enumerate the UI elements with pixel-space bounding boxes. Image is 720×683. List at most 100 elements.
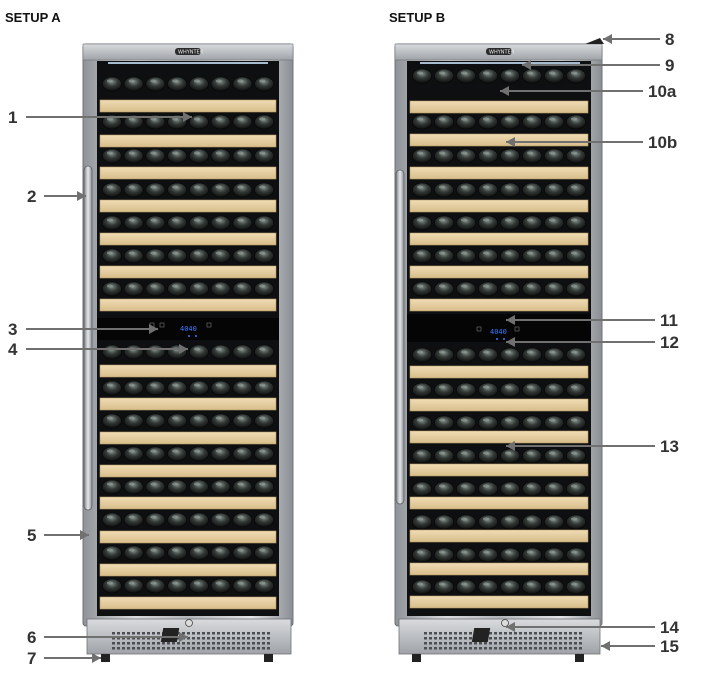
cooler-b-bottle [522, 547, 542, 563]
cooler-b-bottle [500, 248, 520, 264]
cooler-b-handle[interactable] [395, 169, 405, 505]
cooler-a-wood-shelf[interactable] [99, 464, 277, 478]
cooler-a-bottle [102, 148, 122, 164]
cooler-b-bottle [500, 148, 520, 164]
cooler-b-bottle-glint [460, 517, 468, 521]
cooler-a-bottle-glint [172, 185, 179, 189]
cooler-b-vent-slot [494, 642, 497, 645]
cooler-a-vent-slot [227, 632, 230, 635]
cooler-b-bottle [566, 148, 586, 164]
cooler-a-bottle [232, 281, 253, 297]
cooler-b-bottle-glint [438, 451, 446, 455]
cooler-b-bottle-glint [460, 582, 468, 586]
cooler-a-vent-slot [117, 647, 120, 650]
cooler-a-wood-shelf[interactable] [99, 166, 277, 180]
cooler-b-vent-slot [579, 637, 582, 640]
cooler-b-bottle [434, 148, 454, 164]
cooler-a-wood-shelf[interactable] [99, 99, 277, 113]
cooler-a-wood-shelf[interactable] [99, 530, 277, 544]
cooler-b-bottle [456, 514, 476, 530]
cooler-b-bottle-glint [416, 117, 424, 121]
cooler-b-wood-shelf[interactable] [409, 398, 589, 412]
cooler-a-bottle-glint [259, 185, 266, 189]
cooler-a-foot-left [101, 654, 110, 662]
cooler-b-vent-slot [534, 647, 537, 650]
callout-10b-number: 10b [648, 133, 677, 152]
cooler-b-bottle-glint [548, 451, 556, 455]
cooler-a-wood-shelf[interactable] [99, 232, 277, 246]
cooler-a-hinge [160, 628, 180, 642]
cooler-a-bottle-glint [237, 251, 244, 255]
cooler-b-wood-shelf[interactable] [409, 166, 589, 180]
cooler-b-vent-slot [569, 642, 572, 645]
cooler-a-bottle [102, 215, 122, 231]
cooler-b-bottle-glint [548, 418, 556, 422]
cooler-b-wood-shelf[interactable] [409, 199, 589, 213]
cooler-a-handle[interactable] [83, 165, 93, 511]
cooler-b-rack-row [409, 579, 589, 609]
cooler-a-wood-shelf[interactable] [99, 563, 277, 577]
cooler-b-wood-shelf[interactable] [409, 365, 589, 379]
cooler-b-vent-slot [459, 637, 462, 640]
callout-3-arrowhead [149, 324, 158, 334]
cooler-b-bottle-glint [438, 582, 446, 586]
cooler-b-vent-slot [424, 647, 427, 650]
cooler-a-lock[interactable] [185, 619, 193, 627]
cooler-b-bottle [522, 281, 542, 297]
cooler-a-wood-shelf[interactable] [99, 431, 277, 445]
cooler-b-bottle [412, 281, 432, 297]
cooler-b-wood-shelf[interactable] [409, 463, 589, 477]
cooler-b-lock[interactable] [501, 619, 509, 627]
cooler-b-bottle [500, 114, 520, 130]
cooler-b-wood-shelf[interactable] [409, 298, 589, 312]
cooler-a-wood-shelf[interactable] [99, 298, 277, 312]
cooler-b-wood-shelf[interactable] [409, 595, 589, 609]
cooler-b-bottle [478, 281, 498, 297]
cooler-a-vent-slot [147, 637, 150, 640]
cooler-a-vent-slot [142, 637, 145, 640]
cooler-a-bottle [232, 446, 253, 462]
cooler-b-bottle [434, 182, 454, 198]
cooler-a-bottle-glint [193, 482, 200, 486]
cooler-b-vent-slot [504, 647, 507, 650]
cooler-b-bottle-glint [482, 550, 490, 554]
cooler-a-bottle-glint [237, 79, 244, 83]
cooler-a-bottle-glint [215, 117, 222, 121]
cooler-b-bottle-glint [526, 350, 534, 354]
cooler-a-wood-shelf[interactable] [99, 265, 277, 279]
cooler-b-vent-slot [454, 637, 457, 640]
cooler-b-wood-shelf[interactable] [409, 496, 589, 510]
cooler-b-rack-row [409, 148, 589, 180]
cooler-a-bottle [254, 344, 274, 360]
cooler-a-vent-slot [187, 647, 190, 650]
cooler-a-vent-slot [222, 647, 225, 650]
cooler-b-vent-slot [524, 642, 527, 645]
cooler-a-vent-slot [237, 642, 240, 645]
cooler-a-vent-slot [242, 642, 245, 645]
cooler-b-vent-slot [434, 642, 437, 645]
cooler-a-wood-shelf[interactable] [99, 596, 277, 610]
cooler-b-bottle [522, 514, 542, 530]
cooler-a-wood-shelf[interactable] [99, 199, 277, 213]
cooler-a-bottle [167, 578, 187, 594]
cooler-a-bottle [102, 380, 122, 396]
cooler-a-wood-shelf[interactable] [99, 364, 277, 378]
cooler-a-bottle [145, 512, 166, 528]
cooler-a-vent-slot [257, 637, 260, 640]
cooler-b-wood-shelf[interactable] [409, 100, 589, 114]
cooler-b-bottle [566, 514, 586, 530]
cooler-b-wood-shelf[interactable] [409, 265, 589, 279]
cooler-b-wood-shelf[interactable] [409, 232, 589, 246]
cooler-b-bottle [478, 182, 498, 198]
cooler-b-wood-shelf[interactable] [409, 562, 589, 576]
cooler-a-wood-shelf[interactable] [99, 134, 277, 148]
cooler-b-wood-shelf[interactable] [409, 133, 589, 147]
cooler-a-bottle-glint [259, 416, 266, 420]
cooler-a-wood-shelf[interactable] [99, 496, 277, 510]
cooler-a-bottle-glint [215, 548, 222, 552]
cooler-b-vent-slot [449, 632, 452, 635]
cooler-b-bottle-glint [526, 151, 534, 155]
cooler-b-wood-shelf[interactable] [409, 430, 589, 444]
cooler-a-wood-shelf[interactable] [99, 397, 277, 411]
cooler-b-wood-shelf[interactable] [409, 529, 589, 543]
